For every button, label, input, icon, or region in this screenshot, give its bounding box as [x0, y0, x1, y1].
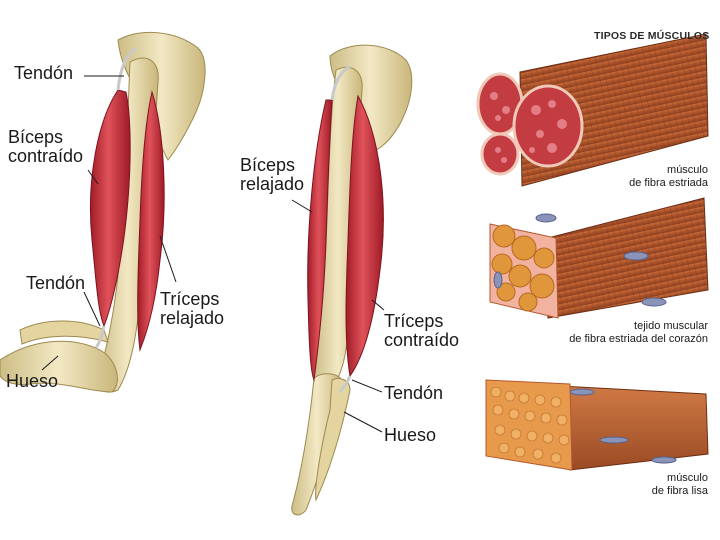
right-triceps-label-line1: Tríceps: [384, 311, 444, 331]
cardiac-muscle-sample: [489, 197, 709, 319]
smooth-label-line2: de fibra lisa: [651, 485, 708, 497]
right-triceps-label: Tríceps contraído: [384, 312, 459, 350]
right-tendon-label: Tendón: [384, 383, 444, 403]
right-biceps-label-line1: Bíceps: [240, 155, 296, 175]
smooth-muscle-label: músculo de fibra lisa: [652, 472, 708, 498]
cardiac-muscle-label: tejido muscular de fibra estriada del co…: [569, 320, 708, 346]
cardiac-label-line1: tejido muscular: [634, 320, 708, 332]
right-biceps-label: Bíceps relajado: [240, 156, 304, 194]
smooth-muscle-sample: [485, 379, 709, 471]
striated-muscle-sample: [476, 33, 709, 187]
left-triceps-label: Tríceps relajado: [160, 290, 224, 328]
left-arm-illustration: [0, 31, 206, 393]
striated-label-line2: de fibra estriada: [629, 177, 708, 189]
left-tendon-top-label: Tendón: [14, 63, 74, 83]
striated-label-line1: músculo: [667, 164, 708, 176]
right-biceps-label-line2: relajado: [240, 174, 305, 194]
right-triceps-label-line2: contraído: [384, 330, 460, 350]
left-biceps-label-line1: Bíceps: [8, 127, 64, 147]
left-biceps-label-line2: contraído: [8, 146, 84, 166]
left-tendon-bottom-label: Tendón: [26, 273, 86, 293]
striated-muscle-label: músculo de fibra estriada: [629, 164, 708, 190]
left-bone-label: Hueso: [6, 371, 59, 391]
muscle-types-title: TIPOS DE MÚSCULOS: [594, 30, 710, 42]
smooth-label-line1: músculo: [667, 472, 708, 484]
left-triceps-label-line1: Tríceps: [160, 289, 220, 309]
right-arm-illustration: [291, 44, 413, 516]
right-bone-label: Hueso: [384, 425, 437, 445]
left-biceps-label: Bíceps contraído: [8, 128, 83, 166]
cardiac-label-line2: de fibra estriada del corazón: [569, 333, 708, 345]
left-triceps-label-line2: relajado: [160, 308, 225, 328]
